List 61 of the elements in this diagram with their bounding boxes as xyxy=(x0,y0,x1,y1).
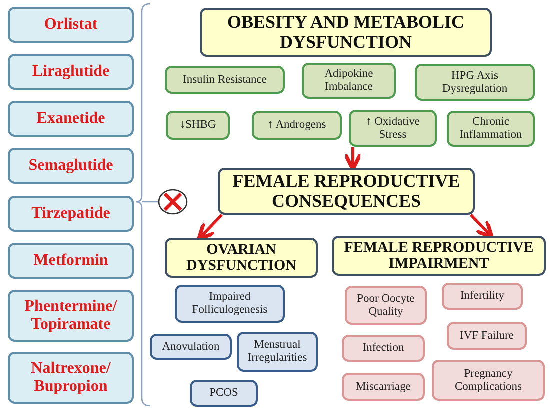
factor-box xyxy=(252,111,342,140)
outcome-box xyxy=(175,285,285,323)
drug-box xyxy=(8,290,134,342)
box-label: Infection xyxy=(362,342,404,355)
box-label: Pregnancy Complications xyxy=(454,368,524,394)
drug-box xyxy=(8,196,134,232)
box-label: ↑ Oxidative Stress xyxy=(365,116,421,142)
factor-box xyxy=(349,110,437,147)
heading-box xyxy=(200,8,492,57)
box-label: Infertility xyxy=(460,290,505,303)
outcome-box xyxy=(342,335,425,362)
outcome-box xyxy=(190,380,258,407)
box-label: Menstrual Irregularities xyxy=(246,339,308,365)
box-label: HPG Axis Dysregulation xyxy=(441,70,509,96)
box-label: IVF Failure xyxy=(460,330,514,342)
box-label: OVARIAN DYSFUNCTION xyxy=(185,242,298,274)
box-label: Miscarriage xyxy=(356,380,411,394)
outcome-box xyxy=(447,322,527,350)
box-label: FEMALE REPRODUCTIVE IMPAIRMENT xyxy=(343,240,535,272)
drug-box xyxy=(8,101,134,137)
box-label: PCOS xyxy=(210,387,238,400)
factor-box xyxy=(302,63,396,99)
box-label: OBESITY AND METABOLIC DYSFUNCTION xyxy=(226,12,466,52)
drug-name: Metformin xyxy=(34,252,108,270)
box-label: Chronic Inflammation xyxy=(458,116,524,142)
drug-name: Naltrexone/ Bupropion xyxy=(30,360,112,396)
arrow xyxy=(470,214,494,239)
factor-box xyxy=(415,64,535,101)
box-label: FEMALE REPRODUCTIVE CONSEQUENCES xyxy=(232,172,462,212)
drug-name: Semaglutide xyxy=(28,157,114,175)
box-label: Adipokine Imbalance xyxy=(324,68,374,94)
drug-name: Tirzepatide xyxy=(32,205,110,223)
outcome-box xyxy=(342,373,425,401)
drug-box xyxy=(8,352,134,404)
outcome-box xyxy=(150,334,232,360)
drug-name: Liraglutide xyxy=(32,63,110,81)
outcome-box xyxy=(345,286,427,325)
box-label: Poor Oocyte Quality xyxy=(356,292,416,318)
box-label: ↓SHBG xyxy=(180,119,216,132)
drug-name: Orlistat xyxy=(44,16,98,34)
box-label: Insulin Resistance xyxy=(183,74,267,86)
arrow xyxy=(197,214,224,241)
prohibition-icon xyxy=(158,189,188,215)
heading-box xyxy=(218,168,475,215)
outcome-box xyxy=(442,283,523,310)
drug-box xyxy=(8,148,134,184)
drug-box xyxy=(8,54,134,90)
heading-box xyxy=(165,238,318,278)
drug-name: Phentermine/ Topiramate xyxy=(24,298,118,334)
outcome-box xyxy=(237,332,318,372)
factor-box xyxy=(165,66,285,94)
heading-box xyxy=(332,236,546,276)
factor-box xyxy=(166,111,230,140)
box-label: Impaired Folliculogenesis xyxy=(191,291,269,317)
drug-box xyxy=(8,243,134,279)
outcome-box xyxy=(432,360,545,401)
box-label: Anovulation xyxy=(162,340,220,354)
drug-name: Exanetide xyxy=(36,110,106,128)
factor-box xyxy=(447,111,535,147)
drug-box xyxy=(8,7,134,43)
box-label: ↑ Androgens xyxy=(268,119,326,132)
